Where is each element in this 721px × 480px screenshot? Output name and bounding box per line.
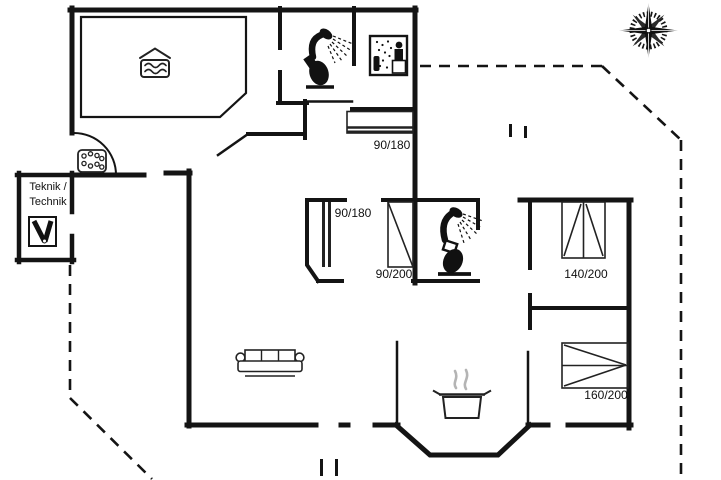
bed-size-label: 90/180 xyxy=(373,138,411,152)
utility-room-label: Teknik / Technik xyxy=(22,180,74,210)
utility-room-label-line1: Teknik / xyxy=(29,181,67,193)
bed-single-90x200 xyxy=(387,201,414,268)
utility-room-label-line2: Technik xyxy=(29,196,67,208)
bed-size-label: 90/180 xyxy=(334,206,372,220)
pool-water-icon xyxy=(139,47,171,78)
terrace-boundary-dashed xyxy=(68,64,683,480)
bed-size-label: 160/200 xyxy=(584,388,628,402)
boiler-icon xyxy=(28,216,57,247)
bed-bunk-90x180 xyxy=(322,202,331,267)
compass-rose-icon xyxy=(619,3,678,58)
sauna-icon xyxy=(368,34,409,77)
bed-double-160x200 xyxy=(561,342,629,389)
whirlpool-bubbles-icon xyxy=(77,149,107,173)
utility-room-walls xyxy=(14,170,77,265)
light-partitions xyxy=(216,100,530,428)
shower-icon xyxy=(308,28,354,64)
toilet-icon-2 xyxy=(438,238,471,276)
bed-alcove-90x180 xyxy=(346,110,414,134)
interior-walls xyxy=(246,6,631,330)
toilet-icon xyxy=(303,54,334,89)
exterior-walls xyxy=(67,5,634,458)
bed-size-label: 90/200 xyxy=(375,267,413,281)
bed-size-label: 140/200 xyxy=(564,267,608,281)
cooking-pot-icon xyxy=(432,368,492,419)
pool-basin xyxy=(79,15,248,119)
bed-double-140x200 xyxy=(561,201,606,259)
entrance-door-arc xyxy=(73,132,117,176)
terrace-entry-marks xyxy=(320,124,527,476)
shower-icon-2 xyxy=(440,207,484,244)
sofa-icon xyxy=(235,349,305,377)
